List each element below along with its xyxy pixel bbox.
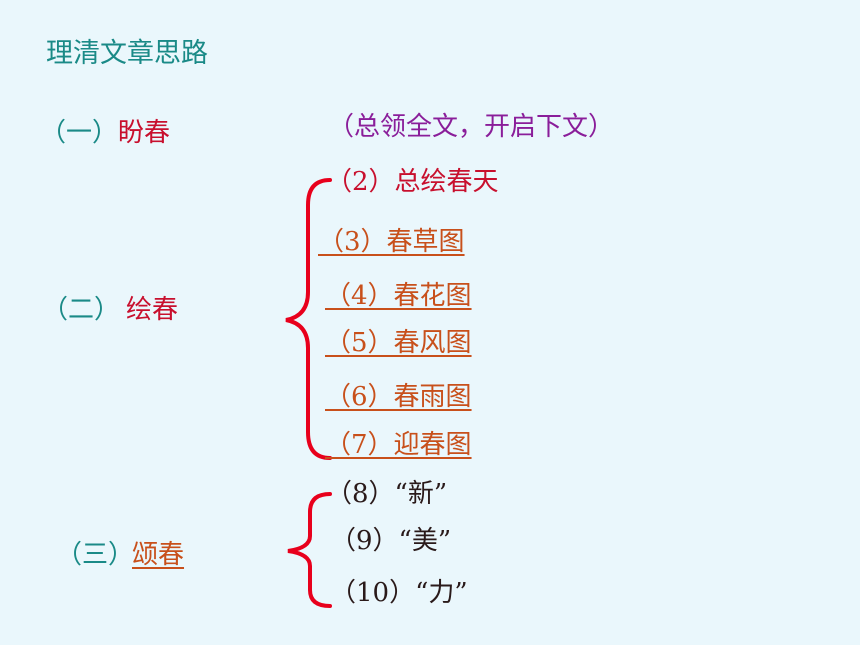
section2-item[interactable]: （6）春雨图 bbox=[325, 382, 472, 412]
section3-number: （三） bbox=[56, 540, 135, 570]
section2-item[interactable]: （4）春花图 bbox=[325, 281, 472, 311]
section3-item: （9）“美” bbox=[330, 526, 452, 556]
section3-item: （8）“新” bbox=[326, 479, 448, 509]
page-title: 理清文章思路 bbox=[46, 38, 208, 69]
section3-name[interactable]: 颂春 bbox=[132, 540, 185, 570]
section3-item: （10）“力” bbox=[330, 578, 468, 608]
section2-name: 绘春 bbox=[126, 295, 179, 325]
section2-item[interactable]: （7）迎春图 bbox=[325, 430, 472, 460]
section2-item[interactable]: （5）春风图 bbox=[325, 328, 472, 358]
section1-number: （一） bbox=[40, 118, 119, 148]
section1-note: （总领全文，开启下文） bbox=[328, 112, 615, 142]
section2-item: （2）总绘春天 bbox=[326, 167, 499, 197]
section2-item[interactable]: （3）春草图 bbox=[318, 227, 465, 257]
section2-number: （二） bbox=[42, 295, 121, 325]
section1-name: 盼春 bbox=[118, 118, 171, 148]
